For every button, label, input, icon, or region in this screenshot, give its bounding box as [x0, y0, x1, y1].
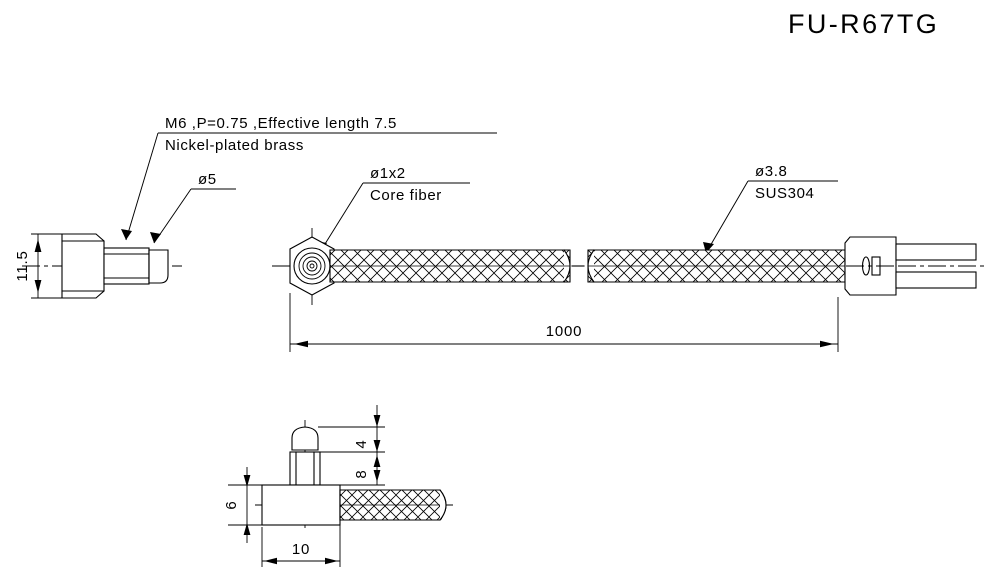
fiber-lead-lower: [895, 271, 977, 289]
dimension-detail-body-width: 10: [261, 522, 341, 567]
annotation-core-fiber-line1: ø1x2: [370, 165, 406, 182]
dimension-cable-length: 1000: [289, 293, 839, 352]
detail-dome-tip: [291, 426, 319, 451]
side-view-hex-nut-body: [61, 233, 105, 299]
dimension-6-arrow-top: [243, 475, 251, 487]
dimension-8-label: 8: [353, 469, 370, 478]
detail-cable-end-cap: [439, 489, 447, 521]
dimension-detail-thread-height: 8: [320, 452, 385, 486]
detail-base-block: [261, 484, 341, 526]
dimension-8-arrow-bottom: [373, 470, 381, 482]
front-view-sensor-head: [272, 228, 352, 305]
detail-threaded-post: [289, 451, 321, 486]
dimension-11-5-label: 11.5: [14, 250, 31, 281]
annotation-sheath-line1: ø3.8: [755, 163, 787, 180]
fiber-connector-end: [844, 236, 985, 296]
annotation-head-diameter-line1: ø5: [198, 171, 217, 188]
annotation-core-fiber-line2: Core fiber: [370, 187, 442, 204]
dimension-detail-body-height: 6: [223, 467, 266, 543]
front-view-thread-circle: [298, 252, 326, 280]
annotation-thread-spec-arrowhead: [121, 229, 132, 240]
front-view-core-circle: [306, 260, 318, 272]
dimension-1000-arrow-right: [820, 340, 834, 348]
dimension-10-label: 10: [292, 541, 310, 558]
dimension-10-arrow-left: [264, 557, 277, 565]
annotation-core-fiber-leader: [319, 182, 364, 253]
side-view-sensor-head: [22, 233, 182, 299]
detail-view-right-angle-head: [255, 420, 455, 530]
annotation-thread-spec: M6 ,P=0.75 ,Effective length 7.5 Nickel-…: [121, 115, 497, 241]
dimension-6-label: 6: [223, 500, 240, 509]
annotation-thread-spec-line1: M6 ,P=0.75 ,Effective length 7.5: [165, 115, 397, 132]
annotation-thread-spec-line2: Nickel-plated brass: [165, 137, 304, 154]
annotation-sheath-leader: [705, 180, 749, 254]
dimension-11-5-arrow-top: [34, 239, 42, 252]
annotation-thread-spec-leader: [125, 132, 159, 241]
dimension-1000-label: 1000: [546, 323, 583, 340]
braided-cable-assembly: [329, 249, 846, 283]
fiber-lead-upper: [895, 243, 977, 261]
dimension-4-label: 4: [353, 439, 370, 448]
dimension-4-arrow-bottom: [373, 440, 381, 452]
side-view-lens-tip: [148, 249, 169, 284]
page-title: FU-R67TG: [788, 9, 939, 39]
annotation-sheath-line2: SUS304: [755, 185, 814, 202]
dimension-10-arrow-right: [325, 557, 338, 565]
dimension-detail-tip-height: 4: [318, 405, 385, 453]
front-view-core-center: [309, 263, 315, 269]
dimension-1000-arrow-left: [294, 340, 308, 348]
annotation-head-diameter: ø5: [150, 171, 236, 244]
annotation-head-diameter-arrowhead: [150, 232, 161, 243]
front-view-bore-circle: [302, 256, 322, 276]
side-view-threaded-shank: [103, 247, 150, 285]
dimension-6-arrow-bottom: [243, 523, 251, 535]
dimension-4-arrow-top: [373, 415, 381, 427]
annotation-sheath: ø3.8 SUS304: [703, 163, 838, 254]
dimension-11-5-arrow-bottom: [34, 280, 42, 293]
annotation-core-fiber: ø1x2 Core fiber: [316, 165, 470, 253]
dimension-8-arrow-top: [373, 455, 381, 467]
dimension-side-view-height: 11.5: [14, 233, 66, 299]
